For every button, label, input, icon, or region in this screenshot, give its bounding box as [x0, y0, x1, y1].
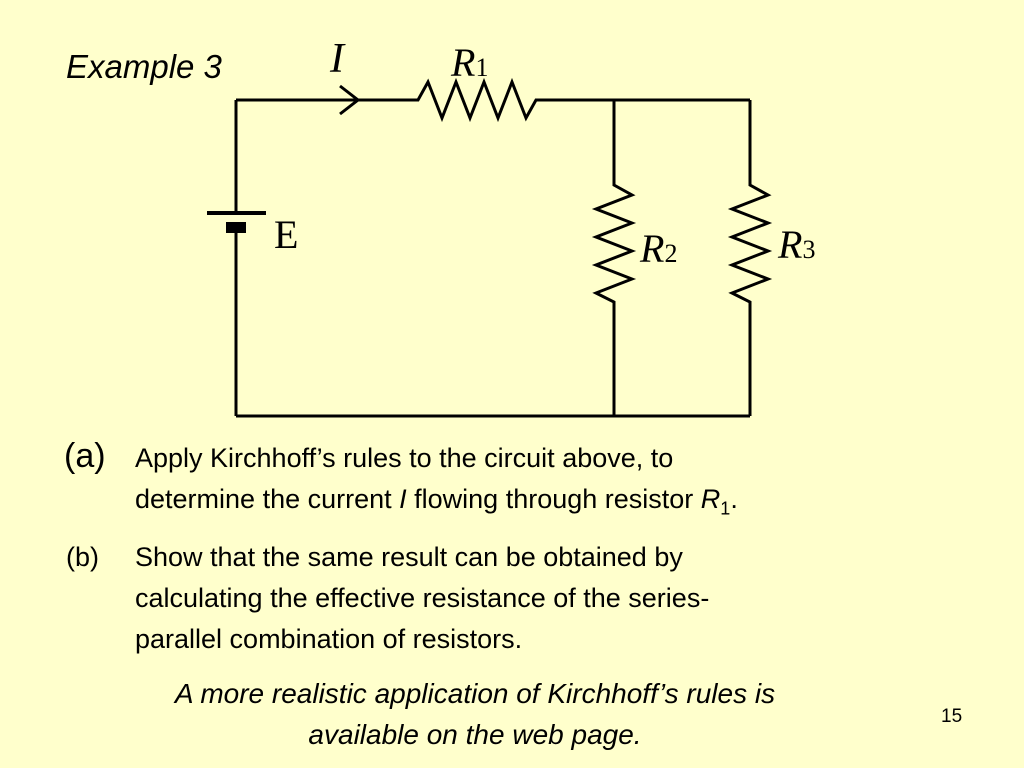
question-b-label: (b) [66, 542, 99, 572]
top-wire [236, 77, 750, 123]
r1-label: R1 [450, 40, 488, 85]
battery-short-plate [226, 222, 246, 233]
question-b-line2: calculating the effective resistance of … [135, 583, 710, 613]
footer-note-line1: A more realistic application of Kirchhof… [174, 678, 776, 709]
question-a-label: (a) [64, 437, 106, 475]
question-a-line2: determine the current I flowing through … [135, 484, 738, 519]
current-label: I [329, 36, 346, 82]
r2-label: R2 [639, 226, 677, 271]
question-b-line1: Show that the same result can be obtaine… [135, 542, 683, 572]
r3-label: R3 [777, 222, 815, 267]
slide-title: Example 3 [66, 48, 222, 85]
question-a-line1: Apply Kirchhoff’s rules to the circuit a… [135, 443, 674, 473]
current-arrow-icon [339, 84, 361, 116]
question-b-line3: parallel combination of resistors. [135, 624, 523, 654]
r3-branch [727, 100, 773, 416]
r2-branch [591, 100, 637, 416]
question-b-text: Show that the same result can be obtaine… [135, 537, 709, 660]
emf-label: E [274, 212, 298, 257]
footer-note: A more realistic application of Kirchhof… [90, 673, 860, 755]
question-a-text: Apply Kirchhoff’s rules to the circuit a… [135, 438, 738, 529]
footer-note-line2: available on the web page. [308, 719, 642, 750]
page-number: 15 [941, 706, 963, 727]
